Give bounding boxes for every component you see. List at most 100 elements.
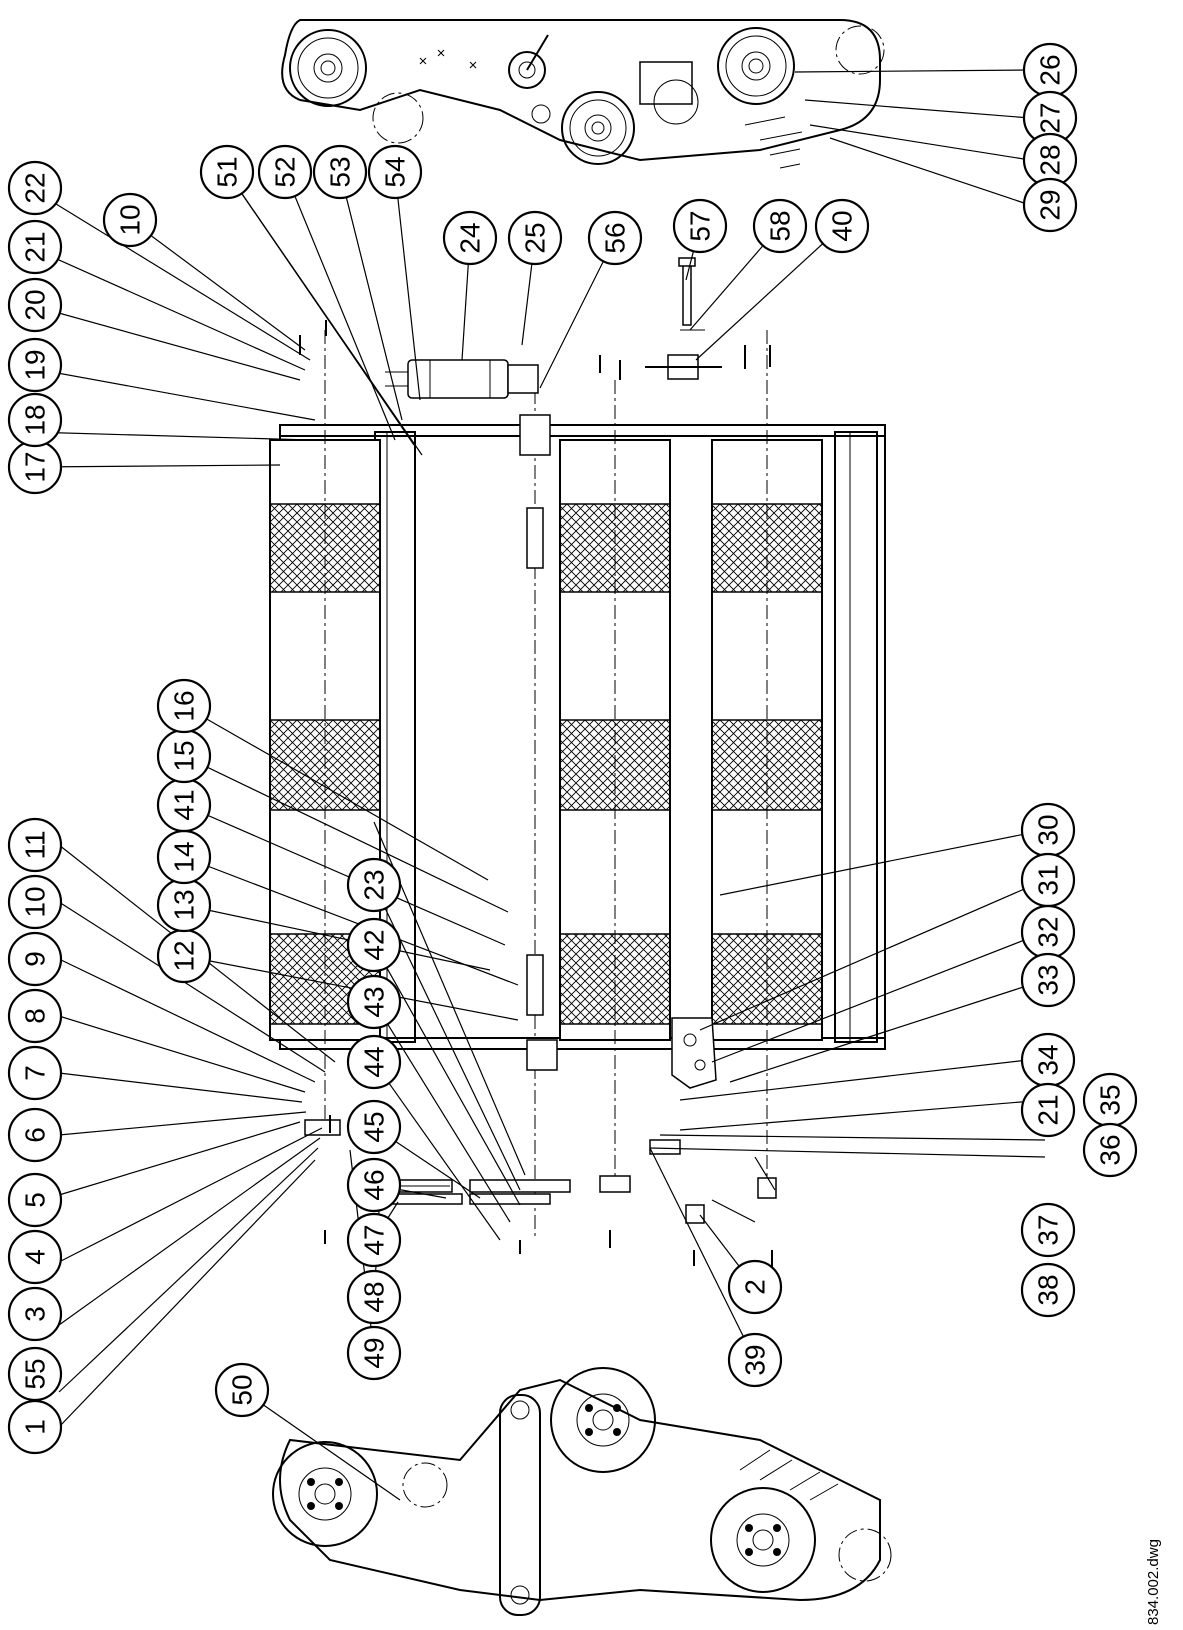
sprocket-hub [599, 1175, 631, 1193]
svg-text:32: 32 [1033, 916, 1064, 947]
svg-text:20: 20 [20, 289, 51, 320]
callout-15: 15 [156, 728, 212, 784]
callout-34: 34 [1020, 1032, 1076, 1088]
callout-22: 22 [7, 160, 63, 216]
svg-text:18: 18 [20, 404, 51, 435]
knurled-section [711, 503, 823, 593]
callout-28: 28 [1022, 132, 1078, 188]
callout-25: 25 [507, 210, 563, 266]
idler-outline [372, 92, 424, 144]
svg-text:4: 4 [20, 1249, 51, 1265]
callout-51: 51 [199, 144, 255, 200]
main-plan-view [269, 257, 886, 1268]
callout-23: 23 [346, 857, 402, 913]
svg-text:33: 33 [1033, 964, 1064, 995]
callout-21: 21 [7, 219, 63, 275]
callout-14: 14 [156, 829, 212, 885]
sprocket-hub [685, 1204, 705, 1224]
svg-text:44: 44 [359, 1046, 390, 1077]
knurled-section [559, 503, 671, 593]
callout-24: 24 [442, 210, 498, 266]
callout-39: 39 [727, 1332, 783, 1388]
svg-text:15: 15 [169, 740, 200, 771]
callout-1: 1 [7, 1399, 63, 1455]
svg-text:22: 22 [20, 172, 51, 203]
chain [387, 1193, 463, 1205]
callout-11: 11 [7, 817, 63, 873]
callout-12: 12 [156, 928, 212, 984]
pulley [710, 1487, 816, 1593]
svg-text:40: 40 [827, 210, 858, 241]
svg-text:28: 28 [1035, 144, 1066, 175]
svg-text:48: 48 [359, 1281, 390, 1312]
callout-8: 8 [7, 988, 63, 1044]
callout-46: 46 [346, 1157, 402, 1213]
callout-49: 49 [346, 1325, 402, 1381]
svg-text:25: 25 [520, 222, 551, 253]
bracket [645, 354, 722, 380]
callout-44: 44 [346, 1034, 402, 1090]
svg-text:11: 11 [20, 830, 51, 859]
svg-text:21: 21 [1033, 1094, 1064, 1125]
callout-47: 47 [346, 1212, 402, 1268]
svg-text:19: 19 [20, 349, 51, 380]
svg-text:5: 5 [20, 1192, 51, 1208]
callout-18: 18 [7, 392, 63, 448]
svg-text:53: 53 [325, 156, 356, 187]
knurled-section [559, 933, 671, 1025]
callout-32: 32 [1020, 904, 1076, 960]
callout-balloons: 1 55 3 4 5 6 7 8 9 10 11 50 49 48 47 46 … [7, 42, 1138, 1455]
svg-text:54: 54 [380, 156, 411, 187]
svg-text:46: 46 [359, 1169, 390, 1200]
sprocket-hub [757, 1177, 777, 1199]
svg-text:56: 56 [600, 222, 631, 253]
svg-text:14: 14 [169, 841, 200, 872]
callout-56: 56 [587, 210, 643, 266]
callout-10: 10 [102, 192, 158, 248]
svg-text:41: 41 [169, 789, 200, 820]
roll-3 [711, 330, 823, 1180]
svg-text:45: 45 [359, 1111, 390, 1142]
svg-text:27: 27 [1035, 102, 1066, 133]
callout-31: 31 [1020, 852, 1076, 908]
svg-text:37: 37 [1033, 1214, 1064, 1245]
callout-53: 53 [312, 144, 368, 200]
callout-38: 38 [1020, 1262, 1076, 1318]
callout-36: 36 [1082, 1122, 1138, 1178]
callout-58: 58 [752, 198, 808, 254]
pulley [550, 1367, 656, 1473]
callout-48: 48 [346, 1269, 402, 1325]
svg-text:29: 29 [1035, 189, 1066, 220]
svg-text:49: 49 [359, 1337, 390, 1368]
svg-text:23: 23 [359, 869, 390, 900]
callout-6: 6 [7, 1107, 63, 1163]
callout-50: 50 [214, 1362, 270, 1418]
callout-42: 42 [346, 917, 402, 973]
callout-21: 21 [1020, 1082, 1076, 1138]
sprocket [717, 27, 795, 105]
callout-54: 54 [367, 144, 423, 200]
callout-29: 29 [1022, 177, 1078, 233]
pulley [272, 1441, 378, 1547]
top-side-view [281, 19, 885, 169]
hole [531, 104, 551, 124]
svg-text:16: 16 [169, 690, 200, 721]
leader-lines [29, 69, 1046, 1501]
sprocket [289, 29, 367, 107]
svg-text:8: 8 [20, 1008, 51, 1024]
svg-text:24: 24 [455, 222, 486, 253]
callout-45: 45 [346, 1099, 402, 1155]
svg-text:34: 34 [1033, 1044, 1064, 1075]
svg-text:35: 35 [1095, 1084, 1126, 1115]
svg-text:13: 13 [169, 889, 200, 920]
svg-text:51: 51 [212, 156, 243, 187]
svg-text:42: 42 [359, 929, 390, 960]
svg-text:2: 2 [740, 1279, 771, 1295]
knurled-section [269, 719, 381, 811]
svg-text:1: 1 [20, 1419, 51, 1435]
sprocket [561, 91, 635, 165]
cover-plate [834, 431, 878, 1043]
callout-3: 3 [7, 1286, 63, 1342]
bolt [678, 257, 696, 326]
callout-37: 37 [1020, 1202, 1076, 1258]
